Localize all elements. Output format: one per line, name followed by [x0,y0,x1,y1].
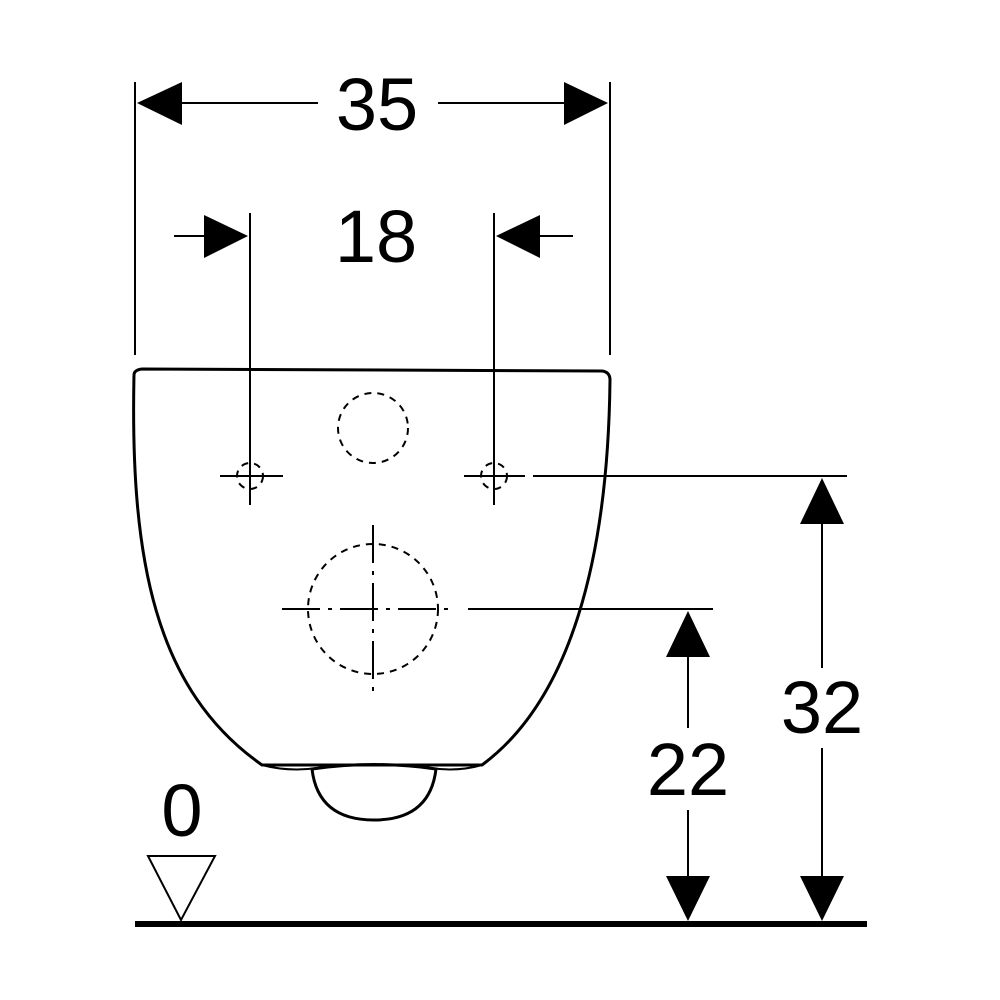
arrowhead-inward-left [204,215,248,258]
bowl-body [132,367,612,767]
waste-outlet [282,525,456,697]
arrowhead-left [137,82,182,125]
fixing-hole-left [236,462,264,490]
fixing-height-label: 32 [781,666,863,749]
arrowhead-up-32 [800,478,844,524]
outlet-height-label: 22 [647,728,729,811]
fixing-spacing-dimension: 18 [174,195,573,505]
fixing-point-right [464,462,525,490]
outlet-height-dimension: 22 [468,608,729,921]
arrowhead-down-22 [666,876,710,921]
fixing-spacing-label: 18 [335,195,417,278]
arrowhead-down-32 [800,876,844,921]
toilet-bowl-outline [132,367,612,822]
fixing-height-dimension: 32 [533,475,863,921]
overall-width-dimension: 35 [134,63,611,355]
bowl-foot [310,763,438,822]
floor-level-triangle [146,855,217,923]
floor-level-label: 0 [161,769,202,852]
arrowhead-right [564,82,608,125]
overall-width-label: 35 [336,63,418,146]
supply-pipe-circle [337,392,409,464]
fixing-point-left [220,462,283,490]
floor-level-marker: 0 [146,769,217,923]
arrowhead-up-22 [666,611,710,657]
arrowhead-inward-right [496,215,540,258]
fixing-hole-right [480,462,508,490]
